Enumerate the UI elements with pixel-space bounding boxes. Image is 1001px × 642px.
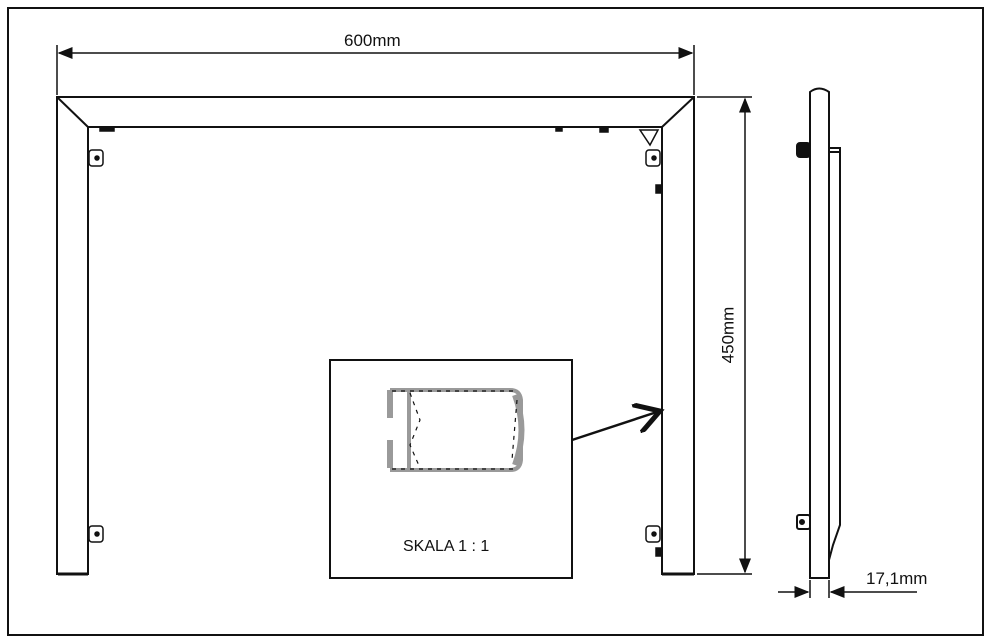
detail-arrow [571,411,660,442]
width-dimension-line [56,45,695,95]
profile-detail-box [329,359,660,579]
width-dimension-label: 600mm [344,31,401,50]
drawing-border [7,7,984,636]
detail-scale-label: SKALA 1 : 1 [403,538,490,555]
height-dimension-label: 450mm [718,306,738,364]
depth-dimension-label: 17,1mm [866,569,928,588]
profile-cross-section [387,388,525,472]
front-frame [56,96,695,576]
depth-dimension-line [778,580,917,598]
height-dimension-line [697,96,752,575]
mounting-brackets [88,126,662,557]
side-view [796,87,841,579]
